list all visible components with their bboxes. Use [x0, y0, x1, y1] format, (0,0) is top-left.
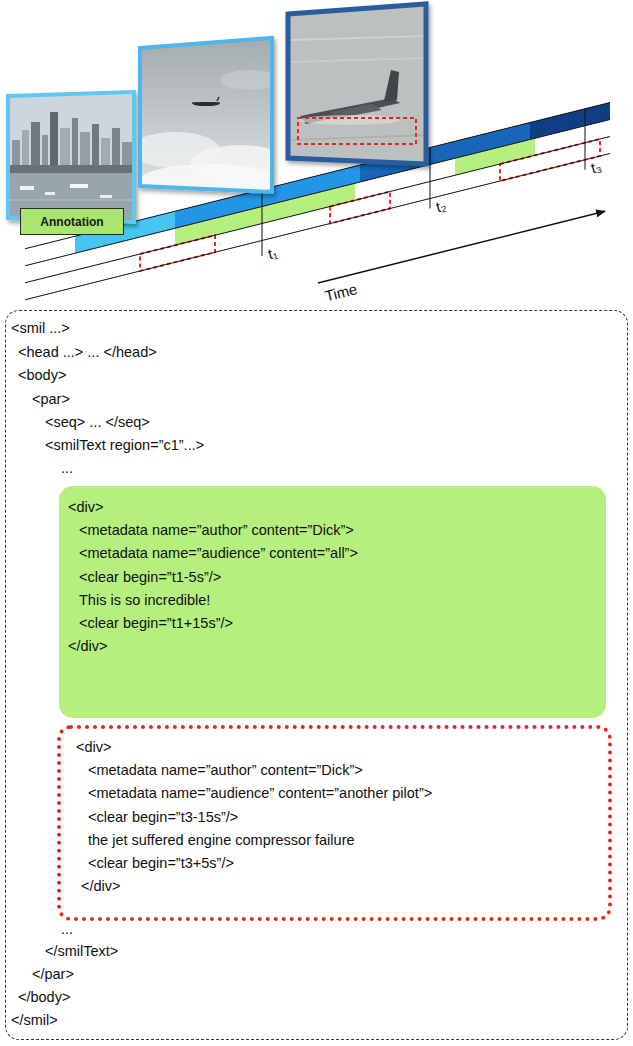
plane-tail	[384, 70, 399, 101]
plane-wing	[192, 102, 220, 104]
building	[92, 124, 99, 168]
time-arrow	[318, 211, 605, 283]
code-line: <clear begin=”t1+15s”/>	[79, 615, 233, 632]
water-streak	[290, 135, 426, 140]
time-marker: t₂	[434, 197, 448, 216]
code-line: <smilText region=”c1”...>	[45, 437, 204, 454]
skyline-image	[8, 90, 136, 223]
pier	[8, 200, 136, 201]
video-segment	[530, 103, 610, 140]
code-line: <div>	[76, 739, 111, 756]
code-line: ...	[61, 921, 73, 938]
boat	[45, 192, 55, 195]
annotation-region	[140, 235, 215, 271]
code-listing-box: <smil ...> <head ...> ... </head> <body> <p…	[5, 310, 628, 1040]
frame-border	[8, 92, 134, 222]
time-tick	[430, 148, 431, 209]
water-streak	[290, 36, 426, 40]
green-annotation-block: <div> <metadata name=”author” content=”Di…	[59, 486, 606, 718]
building	[31, 122, 40, 168]
code-line: <clear begin=”t1-5s”/>	[79, 569, 221, 586]
building	[101, 138, 110, 168]
code-line: <metadata name=”author” content=”Dick”>	[79, 522, 354, 539]
code-line: <seq> ... </seq>	[45, 414, 150, 431]
code-line: <clear begin=”t3-15s”/>	[88, 809, 238, 826]
code-line: </div>	[81, 878, 121, 895]
video-frame	[130, 36, 290, 196]
sky-image	[130, 36, 290, 196]
time-tick	[262, 190, 263, 257]
time-marker: t₁	[266, 244, 279, 263]
building	[60, 128, 70, 168]
shore	[8, 165, 136, 173]
plane-fuselage	[300, 98, 400, 124]
time-tick	[585, 109, 586, 170]
water-streak	[290, 58, 426, 62]
code-line: </div>	[68, 638, 108, 655]
annotation-region	[298, 118, 416, 144]
code-line: </smil>	[11, 1012, 58, 1029]
annotation-segment	[455, 138, 535, 175]
axis-label: Time	[323, 280, 359, 304]
boat	[20, 186, 34, 190]
building	[80, 132, 90, 168]
sky	[8, 90, 136, 170]
code-line: <par>	[32, 391, 70, 408]
code-line: </smilText>	[45, 943, 118, 960]
code-line: <div>	[68, 499, 103, 516]
annotation-region	[330, 192, 390, 224]
code-line: <head ...> ... </head>	[18, 344, 157, 361]
frame-border	[140, 38, 272, 192]
plane-tail	[217, 97, 219, 101]
code-line: </par>	[32, 966, 74, 983]
annotation-label: Annotation	[40, 215, 103, 229]
code-line: <smil ...>	[11, 320, 70, 337]
annotation-label-box: Annotation	[20, 208, 124, 235]
building	[42, 135, 48, 168]
building	[12, 140, 20, 168]
wake	[300, 115, 400, 125]
frame-border	[288, 4, 426, 164]
code-line: <metadata name=”author” content=”Dick”>	[88, 762, 363, 779]
building	[72, 118, 78, 168]
plane-fuselage	[193, 102, 219, 106]
code-line: ...	[61, 460, 73, 477]
video-frame	[8, 90, 136, 223]
building	[50, 112, 58, 168]
code-line: This is so incredible!	[79, 592, 210, 609]
code-line: <body>	[18, 367, 66, 384]
video-frame	[286, 2, 428, 166]
code-line: <metadata name=”audience” content=”anoth…	[88, 785, 432, 802]
boat	[70, 184, 88, 188]
red-annotation-block: <div> <metadata name=”author” content=”Di…	[57, 725, 612, 921]
river-image	[286, 2, 428, 166]
building	[22, 130, 29, 168]
water	[286, 2, 428, 166]
code-line: <clear begin=”t3+5s”/>	[88, 855, 234, 872]
time-marker: t₃	[589, 158, 603, 177]
code-line: the jet suffered engine compressor failu…	[88, 832, 355, 849]
code-line: </body>	[18, 989, 70, 1006]
boat	[100, 195, 112, 198]
code-line: <metadata name=”audience” content=”all”>	[79, 545, 358, 562]
building	[112, 128, 120, 168]
